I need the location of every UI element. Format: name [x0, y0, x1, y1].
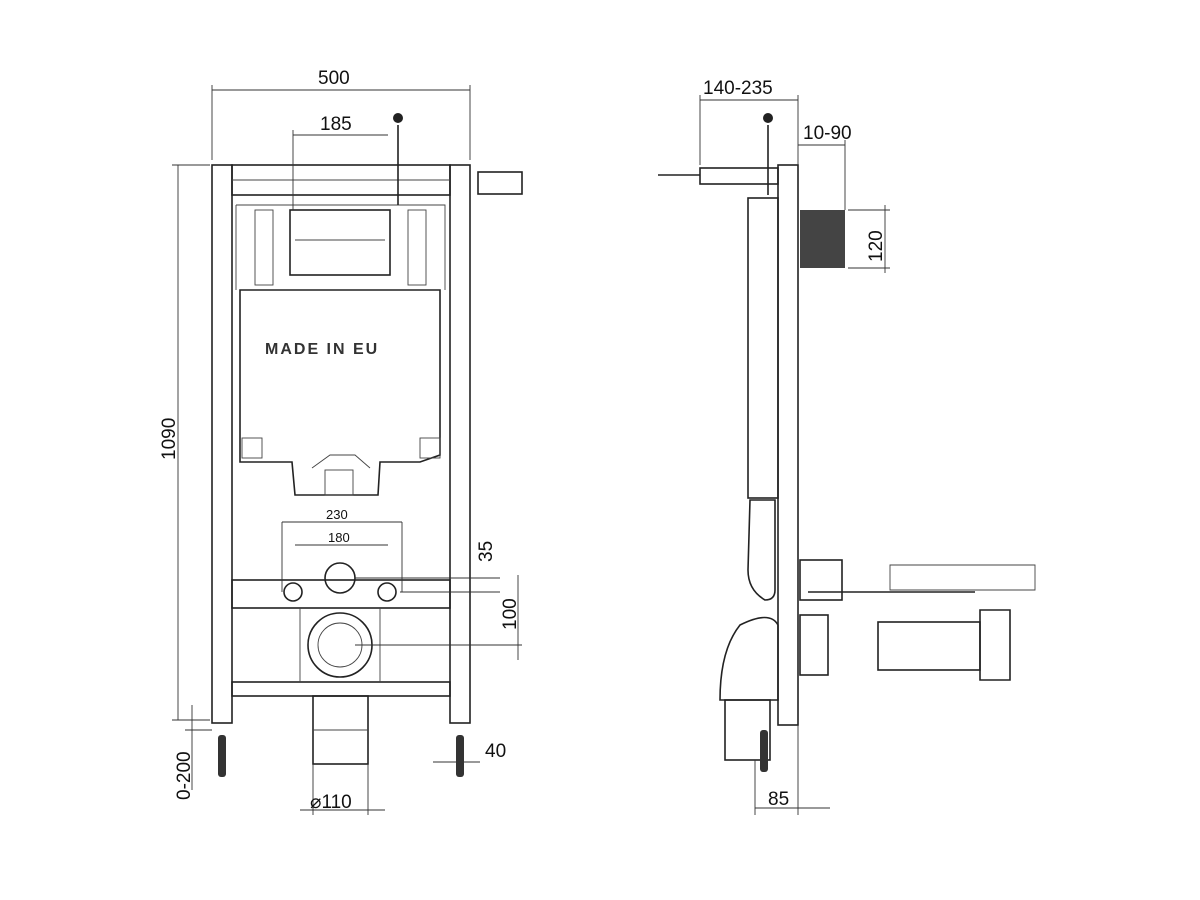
- dim-outlet-offset: 100: [500, 598, 521, 630]
- bolt-bar: [231, 579, 451, 609]
- dim-panel-height: 120: [866, 230, 887, 262]
- bolt-left: [283, 582, 303, 602]
- dim-depth: 140-235: [703, 78, 773, 99]
- side-bracket: [477, 171, 523, 195]
- dim-height: 1090: [159, 418, 180, 460]
- outlet-bend: [719, 616, 779, 701]
- drain-bend: [747, 499, 776, 601]
- connection-pipe: [877, 621, 981, 671]
- bolt-right: [377, 582, 397, 602]
- cistern-side: [747, 197, 779, 499]
- top-bracket: [699, 167, 779, 185]
- right-post: [449, 164, 471, 724]
- bottom-bar: [231, 681, 451, 697]
- dim-bolt-outer: 230: [326, 507, 348, 522]
- dim-button-offset: 185: [320, 114, 352, 135]
- dim-inlet-offset: 35: [476, 541, 497, 562]
- dim-foot-depth: 85: [768, 789, 789, 810]
- side-post: [777, 164, 799, 726]
- left-foot: [218, 735, 226, 777]
- water-inlet: [324, 562, 356, 594]
- dim-leg-adjust: 0-200: [174, 751, 195, 800]
- front-view: MADE IN EU 500 18: [159, 68, 523, 815]
- dim-panel-offset: 10-90: [803, 123, 852, 144]
- flush-plate: [800, 210, 845, 268]
- dim-foot: 40: [485, 741, 506, 762]
- left-post: [211, 164, 233, 724]
- right-foot: [456, 735, 464, 777]
- dim-bolt-inner: 180: [328, 530, 350, 545]
- flush-mechanism: [289, 209, 391, 276]
- cistern: [239, 289, 441, 496]
- side-foot: [760, 730, 768, 772]
- made-in-eu-label: MADE IN EU: [265, 341, 379, 358]
- side-view: 140-235 10-90 120 85: [658, 78, 1036, 815]
- dim-width: 500: [318, 68, 350, 89]
- dim-pipe-diameter: ⌀110: [310, 792, 352, 813]
